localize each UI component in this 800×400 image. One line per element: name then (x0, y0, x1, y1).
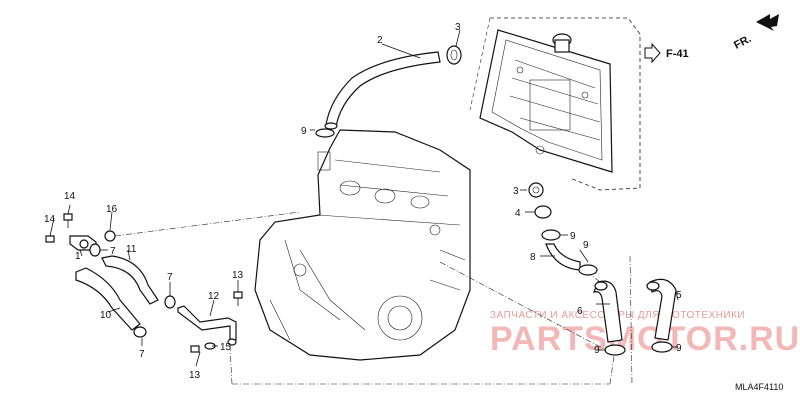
pipe-12 (177, 305, 237, 346)
hose-6 (592, 280, 623, 343)
callout-9-mid: 9 (570, 231, 576, 242)
callout-15: 15 (220, 342, 232, 353)
callout-13-upper: 13 (232, 270, 244, 281)
callout-9-bottom-left: 9 (594, 345, 600, 356)
joint-4 (534, 205, 552, 219)
hose-5 (649, 278, 677, 341)
callout-4: 4 (515, 208, 521, 219)
leader-lines (49, 29, 679, 385)
hose-11 (101, 255, 159, 305)
callout-11: 11 (126, 244, 137, 255)
front-direction-arrow: FR. (732, 14, 779, 52)
clamp-7-hose10 (133, 326, 147, 338)
callout-9-upper: 9 (301, 126, 307, 137)
callout-8: 8 (530, 252, 536, 263)
callout-16: 16 (106, 204, 118, 215)
radiator-assembly-frame (490, 17, 641, 191)
bolt-14-lower (45, 235, 55, 243)
clamp-9-mid (541, 229, 561, 241)
callout-7-mid: 7 (167, 272, 173, 283)
callout-14-upper: 14 (64, 191, 76, 202)
clamp-7-left (89, 243, 101, 257)
callout-10: 10 (100, 310, 112, 321)
clamp-9-bottom-6 (604, 344, 626, 356)
clamp-9-right (578, 264, 598, 276)
bolt-13-upper (233, 291, 243, 306)
hose-8 (545, 243, 581, 271)
callout-5: 5 (676, 290, 682, 301)
clamp-9-bottom-5 (651, 341, 673, 353)
callout-7-bottom: 7 (139, 349, 145, 360)
callout-6: 6 (577, 306, 583, 317)
o-ring-16 (104, 230, 116, 242)
callout-12: 12 (208, 291, 220, 302)
fitting-1 (69, 235, 97, 251)
callouts: 2 3 9 3 4 9 9 8 5 6 9 9 14 14 16 1 7 11 … (44, 22, 682, 381)
reference-arrow-f41: F-41 (644, 42, 689, 64)
hose-10 (75, 267, 141, 331)
radiator-reservoir (479, 29, 613, 173)
bolt-13-lower (190, 345, 200, 353)
callout-2: 2 (377, 35, 383, 46)
clamp-9-upper (315, 128, 335, 138)
front-label: FR. (732, 33, 753, 52)
clamp-3-lower (528, 182, 544, 198)
clamp-7-hose11 (164, 295, 176, 309)
callout-9-bottom-right: 9 (676, 343, 682, 354)
callout-7-left: 7 (110, 246, 116, 257)
watermark-logo-text: PARTSMOTOR.RU (490, 320, 800, 358)
clamp-3-upper (446, 45, 462, 65)
engine-block (254, 129, 471, 361)
callout-9-right: 9 (583, 240, 589, 251)
bolt-14-upper (63, 213, 73, 228)
callout-3-lower: 3 (513, 186, 519, 197)
callout-14-lower: 14 (44, 214, 56, 225)
hose-2 (325, 51, 441, 128)
callout-1: 1 (75, 251, 81, 262)
callout-3-upper: 3 (455, 22, 461, 33)
callout-13-lower: 13 (189, 370, 201, 381)
drawing-code: MLA4F4110 (735, 382, 783, 392)
reference-label: F-41 (666, 48, 689, 60)
